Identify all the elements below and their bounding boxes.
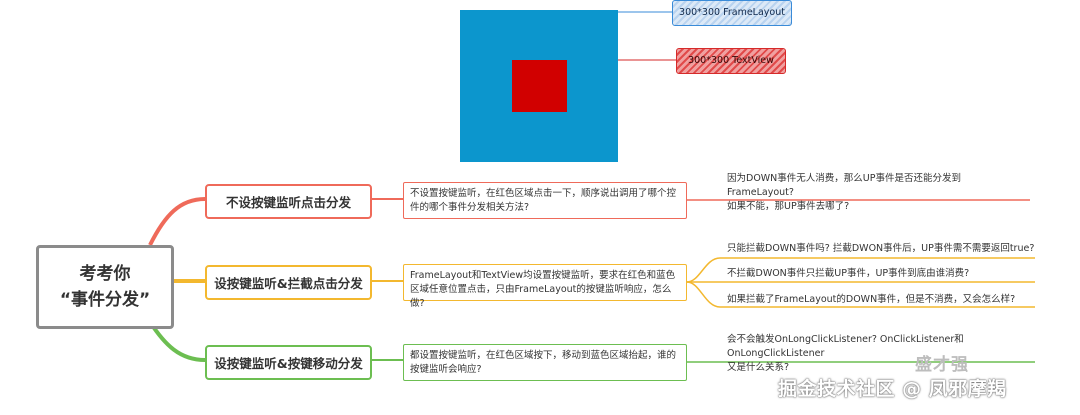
branch-listener-intercept: 设按键监听&拦截点击分发: [205, 265, 372, 300]
root-node: 考考你 “事件分发”: [36, 245, 174, 329]
textview-label: 300*300 TextView: [676, 48, 786, 74]
root-title-line2: “事件分发”: [59, 290, 151, 310]
followup-up-event: 因为DOWN事件无人消费，那么UP事件是否还能分发到FrameLayout? 如…: [727, 173, 961, 212]
followup-intercept-up: 不拦截DWON事件只拦截UP事件，UP事件到底由谁消费?: [727, 268, 970, 279]
watermark-author: 盛才强: [915, 355, 969, 375]
root-title-line1: 考考你: [79, 264, 131, 284]
root-branch1-connector: [148, 197, 206, 246]
q2-followup3-connector: [686, 281, 1035, 308]
branch-no-listener: 不设按键监听点击分发: [205, 184, 372, 219]
followup-intercept-down: 只能拦截DOWN事件吗? 拦截DWON事件后，UP事件需不需要返回true?: [727, 243, 1035, 254]
followup-longclick: 会不会触发OnLongClickListener? OnClickListene…: [727, 334, 964, 373]
watermark-site: 掘金技术社区 @ 凤邪摩羯: [778, 378, 1007, 400]
framelayout-label: 300*300 FrameLayout: [672, 0, 792, 26]
textview-square: [512, 60, 567, 112]
branch-listener-move: 设按键监听&按键移动分发: [205, 345, 372, 380]
question-listener-intercept: FrameLayout和TextView均设置按键监听，要求在红色和蓝色区域任意…: [403, 264, 687, 309]
question-listener-move: 都设置按键监听，在红色区域按下，移动到蓝色区域抬起，谁的按键监听会响应?: [403, 344, 687, 381]
followup-intercept-no-consume: 如果拦截了FrameLayout的DOWN事件，但是不消费，又会怎么样?: [727, 294, 1016, 305]
q2-followup1-connector: [686, 257, 1035, 283]
question-no-listener: 不设置按键监听，在红色区域点击一下，顺序说出调用了哪个控件的哪个事件分发相关方法…: [403, 182, 687, 219]
